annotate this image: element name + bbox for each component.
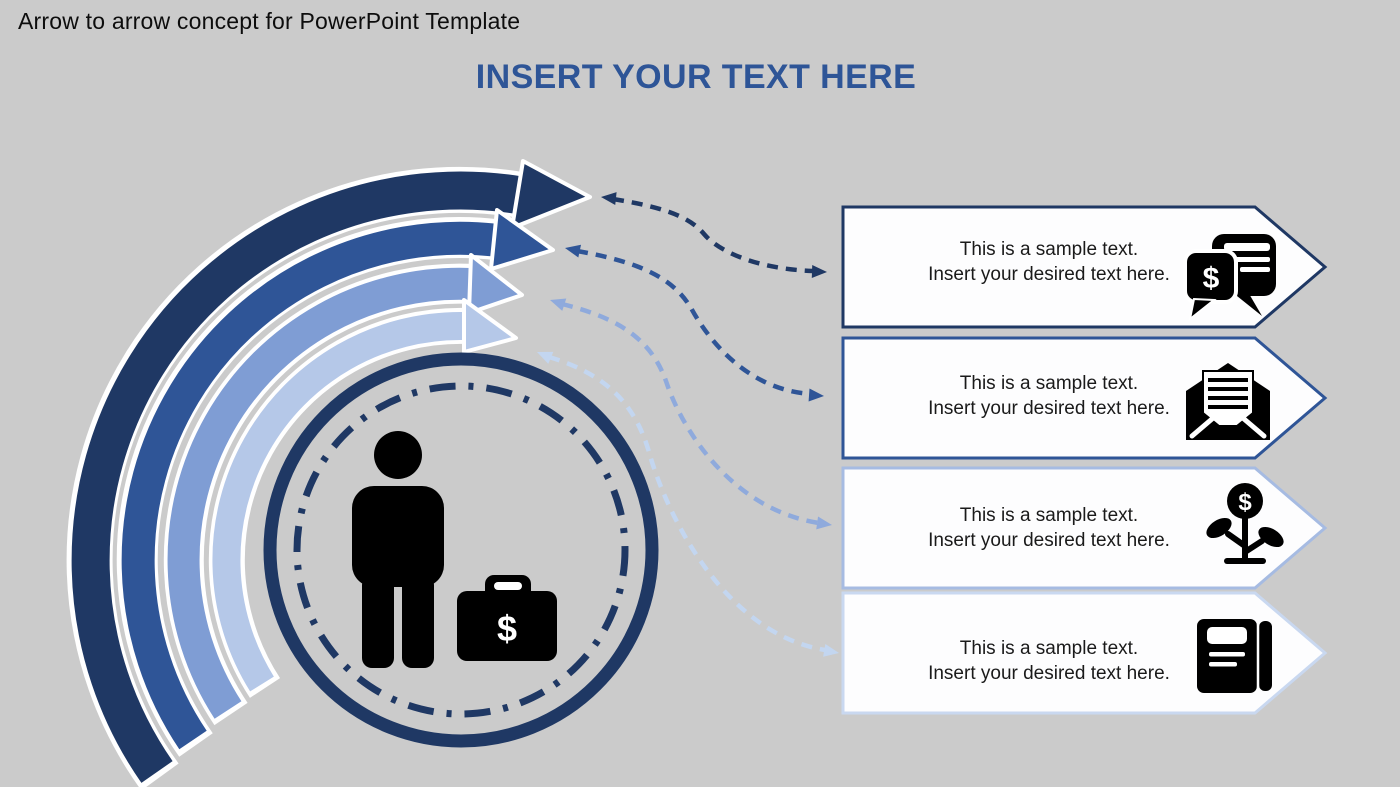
arc-arrow-1	[66, 159, 592, 787]
item-1-line-2: Insert your desired text here.	[928, 264, 1170, 285]
item-2-line-2: Insert your desired text here.	[928, 398, 1170, 419]
item-1-text[interactable]: This is a sample text. Insert your desir…	[869, 237, 1229, 287]
ledger-book-icon	[1197, 619, 1272, 693]
open-mail-icon	[1186, 363, 1270, 440]
connector-4-right-arrowhead	[823, 643, 839, 657]
person-right-leg	[402, 575, 434, 668]
item-4-line-2: Insert your desired text here.	[928, 663, 1170, 684]
plant-dollar-glyph: $	[1238, 489, 1252, 516]
arc-arrow-3	[163, 253, 524, 726]
chat-dollar-glyph: $	[1203, 262, 1220, 295]
arc-4-arrowhead	[462, 298, 518, 354]
arc-1-arrowhead	[510, 159, 592, 230]
person-torso	[352, 486, 444, 587]
money-plant-icon: $	[1206, 483, 1284, 564]
money-conversation-icon: $	[1183, 234, 1276, 322]
item-3-text[interactable]: This is a sample text. Insert your desir…	[869, 503, 1229, 553]
center-ring-solid	[263, 352, 659, 748]
item-box-3[interactable]	[841, 466, 1328, 590]
item-2-text[interactable]: This is a sample text. Insert your desir…	[869, 371, 1229, 421]
item-3-line-1: This is a sample text.	[959, 505, 1139, 526]
person-head	[374, 431, 422, 479]
item-4-line-1: This is a sample text.	[959, 638, 1139, 659]
businessman-with-briefcase-icon: $	[352, 431, 557, 668]
item-4-text[interactable]: This is a sample text. Insert your desir…	[869, 636, 1229, 686]
person-left-leg	[362, 575, 394, 668]
arc-arrow-4	[208, 298, 518, 698]
dashed-connector-2	[565, 244, 824, 402]
connector-1-left-arrowhead	[601, 192, 617, 206]
dashed-connector-1	[601, 192, 827, 278]
item-3-line-2: Insert your desired text here.	[928, 530, 1170, 551]
connector-3-left-arrowhead	[550, 298, 567, 311]
briefcase-dollar-glyph: $	[497, 608, 517, 649]
connector-2-right-arrowhead	[808, 388, 824, 402]
arc-2-arrowhead	[489, 208, 555, 271]
connector-3-right-arrowhead	[816, 516, 832, 530]
connector-1-right-arrowhead	[811, 264, 827, 278]
arc-3-arrowhead	[467, 253, 524, 315]
briefcase-icon: $	[457, 575, 557, 661]
page-title[interactable]: INSERT YOUR TEXT HERE	[475, 58, 917, 96]
connector-2-left-arrowhead	[565, 244, 582, 258]
slide-title[interactable]: Arrow to arrow concept for PowerPoint Te…	[18, 8, 521, 34]
item-2-line-1: This is a sample text.	[959, 373, 1139, 394]
item-1-line-1: This is a sample text.	[959, 239, 1139, 260]
dashed-connector-4	[537, 351, 839, 657]
center-circle	[263, 352, 659, 748]
connector-4-left-arrowhead	[537, 351, 554, 364]
arc-arrow-2	[116, 208, 555, 757]
center-ring-dashdot	[293, 382, 629, 718]
dashed-connector-3	[550, 298, 832, 530]
